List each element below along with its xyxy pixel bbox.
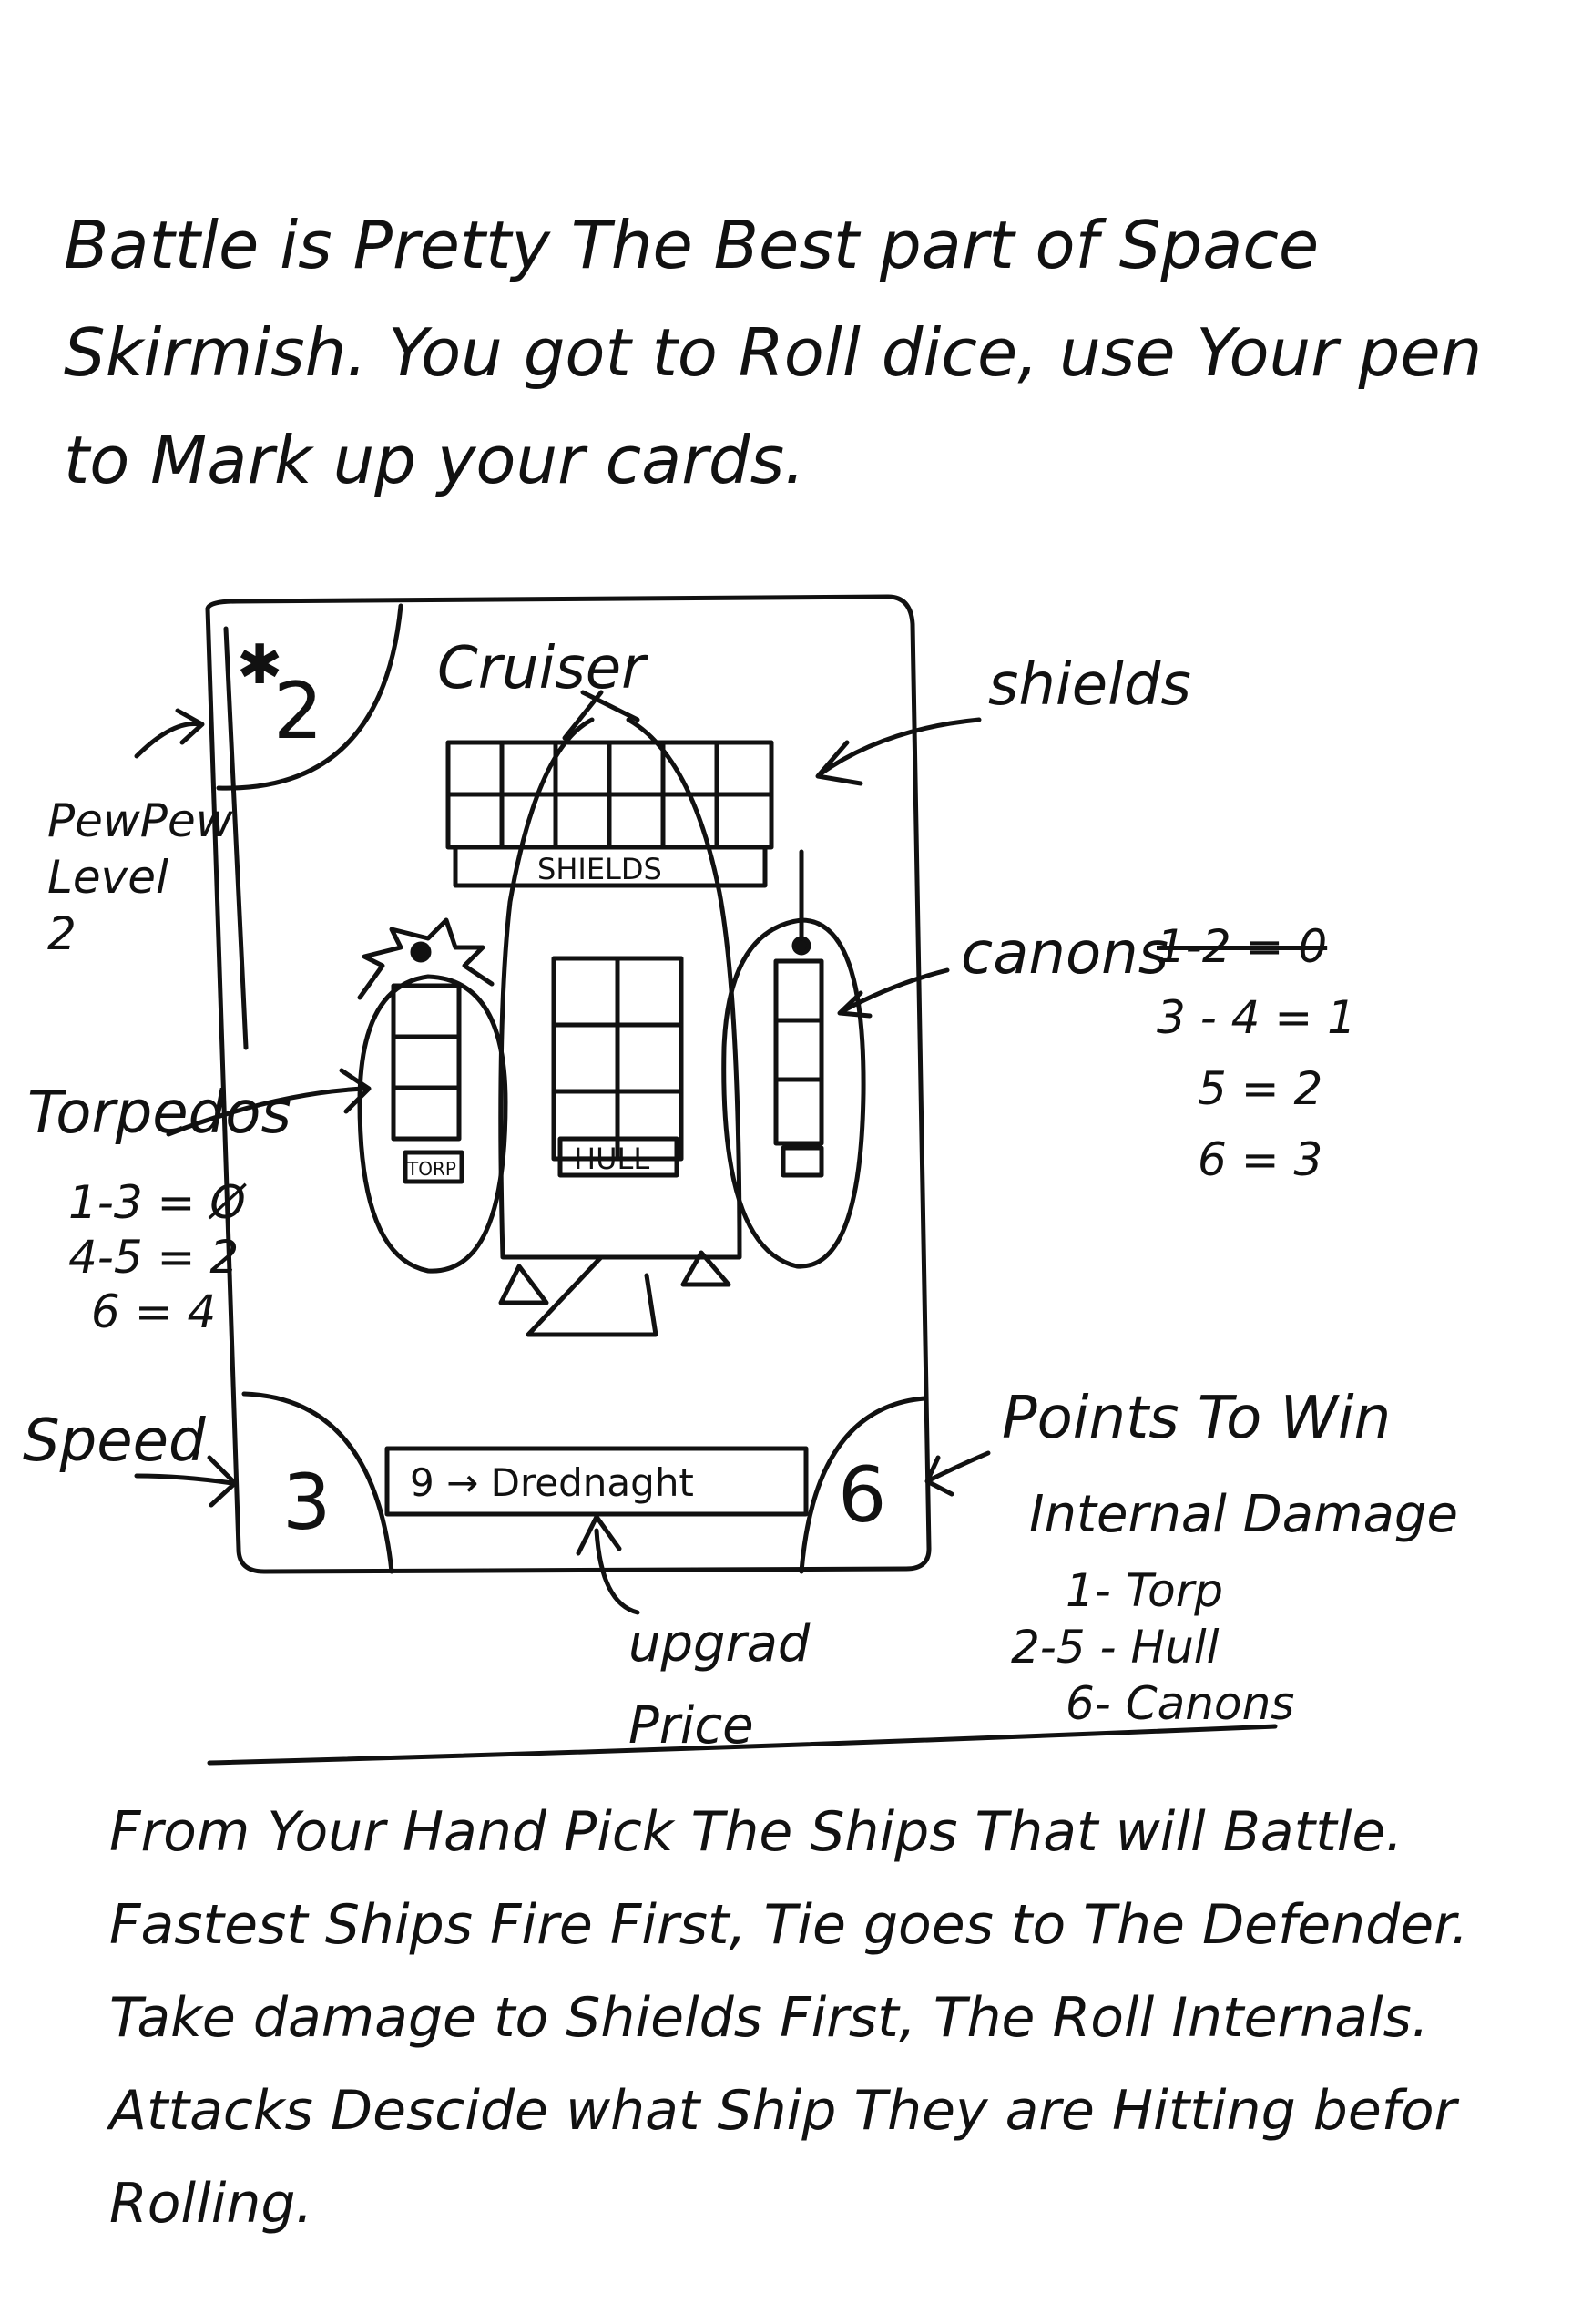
internal-damage-row-2: 6- Canons [1066,1675,1294,1732]
cannon-label-box [783,1148,822,1175]
points-value: 6 [838,1450,886,1540]
shields-annotation: shields [988,651,1191,719]
torpedos-row-1: 4-5 = 2 [68,1230,246,1285]
torpedo-tip [413,944,429,960]
cannon-pod-outline [724,920,863,1266]
rules-text: From Your Hand Pick The Ships That will … [109,1786,1530,2250]
cannons-annotation: canons [961,920,1168,988]
torpedos-table: 1-3 = Ø 4-5 = 2 6 = 4 [68,1175,246,1339]
cannons-row-0: 1-2 = 0 [1157,911,1356,982]
thruster-left [501,1266,546,1303]
speed-arrow [137,1476,232,1483]
cannon-tip [794,938,809,953]
internal-damage-row-0: 1- Torp [1066,1562,1294,1619]
speed-value: 3 [282,1458,331,1547]
shields-label: SHIELDS [537,852,662,886]
speed-annotation: Speed [23,1408,206,1475]
hull-label: HULL [574,1142,649,1176]
thruster-center [528,1257,656,1335]
cannons-row-3: 6 = 3 [1198,1124,1356,1195]
cannon-grid [776,961,822,1143]
cannons-table: 1-2 = 0 3 - 4 = 1 5 = 2 6 = 3 [1157,911,1356,1195]
pewpew-star-icon: ✱ [237,633,282,697]
internal-damage-title: Internal Damage [1029,1485,1458,1544]
torpedos-row-2: 6 = 4 [91,1285,246,1339]
torpedos-row-0: 1-3 = Ø [68,1175,246,1230]
torpedo-grid [393,986,459,1139]
ship-name: Cruiser [437,635,648,702]
cannons-row-1: 3 - 4 = 1 [1157,982,1356,1053]
internal-damage-table: 1- Torp 2-5 - Hull 6- Canons [1011,1562,1294,1732]
upgrade-price-annotation: upgrad Price [628,1603,865,1767]
torpedo-pod-outline [360,977,505,1271]
torp-label: TORP [406,1158,456,1180]
pewpew-annotation: PewPew Level 2 [47,793,193,962]
torpedos-annotation: Torpedos [27,1080,291,1147]
points-to-win-annotation: Points To Win [1002,1385,1391,1452]
pewpew-arrow [137,723,200,756]
pewpew-annotation-text: PewPew Level 2 [47,793,193,962]
cannons-row-2: 5 = 2 [1198,1053,1356,1124]
internal-damage-row-1: 2-5 - Hull [1011,1619,1294,1675]
upgrade-text: 9 → Drednaght [410,1460,694,1505]
